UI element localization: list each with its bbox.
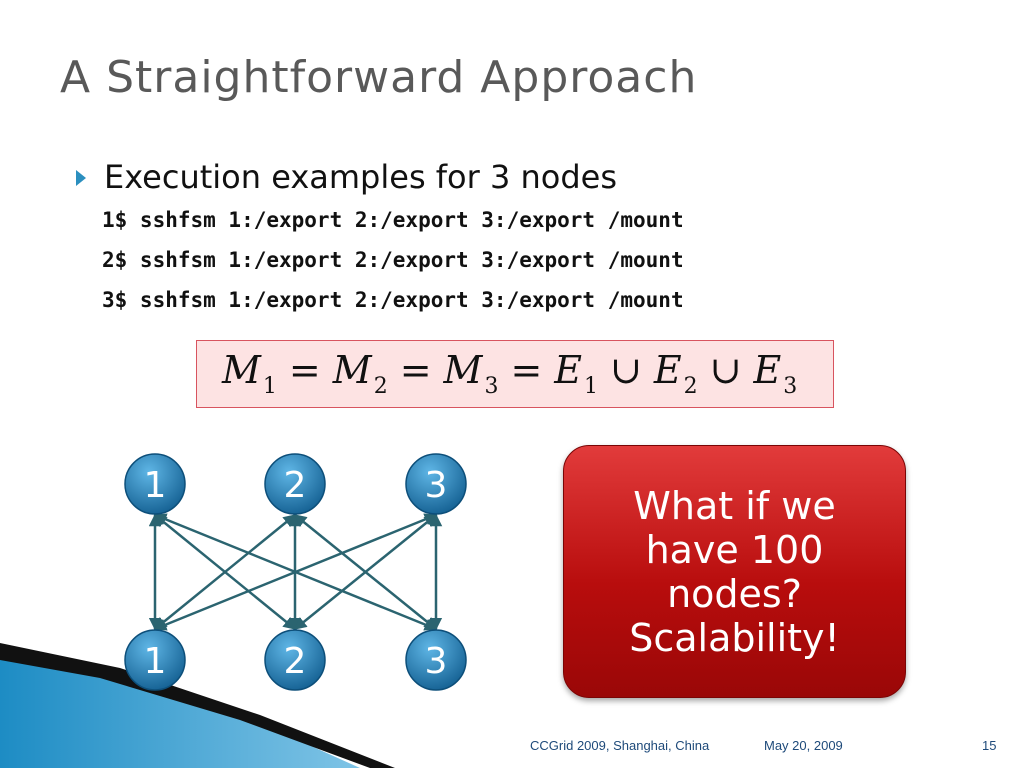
callout-line-2: have 100 [645,527,824,572]
bottom-node-1: 1 [124,629,186,691]
bullet-text: Execution examples for 3 nodes [104,158,618,196]
footer-venue: CCGrid 2009, Shanghai, China [530,738,710,753]
top-node-3: 3 [405,453,467,515]
slide-title: A Straightforward Approach [60,52,698,103]
scalability-callout: What if we have 100 nodes? Scalability! [563,445,906,698]
callout-line-3: nodes? [667,571,802,616]
footer-page-number: 15 [982,738,997,753]
callout-line-4: Scalability! [629,615,840,660]
edge-top3-bottom2 [294,514,437,630]
bottom-node-2: 2 [264,629,326,691]
bottom-node-3: 3 [405,629,467,691]
edge-group [148,513,443,631]
top-node-2: 2 [264,453,326,515]
top-node-1: 1 [124,453,186,515]
bullet-arrow-icon [76,170,86,186]
top-node-3-label: 3 [425,465,448,506]
command-line-3: 3$ sshfsm 1:/export 2:/export 3:/export … [102,288,684,312]
top-node-2-label: 2 [284,465,307,506]
bottom-node-1-label: 1 [144,641,167,682]
footer-date: May 20, 2009 [764,738,843,753]
top-node-1-label: 1 [144,465,167,506]
formula-equation: M1=M2=M3=E1∪E2∪E3 [222,348,798,399]
command-line-1: 1$ sshfsm 1:/export 2:/export 3:/export … [102,208,684,232]
command-line-2: 2$ sshfsm 1:/export 2:/export 3:/export … [102,248,684,272]
bottom-node-3-label: 3 [425,641,448,682]
bottom-node-2-label: 2 [284,641,307,682]
formula-box [196,340,834,408]
callout-line-1: What if we [633,483,836,528]
